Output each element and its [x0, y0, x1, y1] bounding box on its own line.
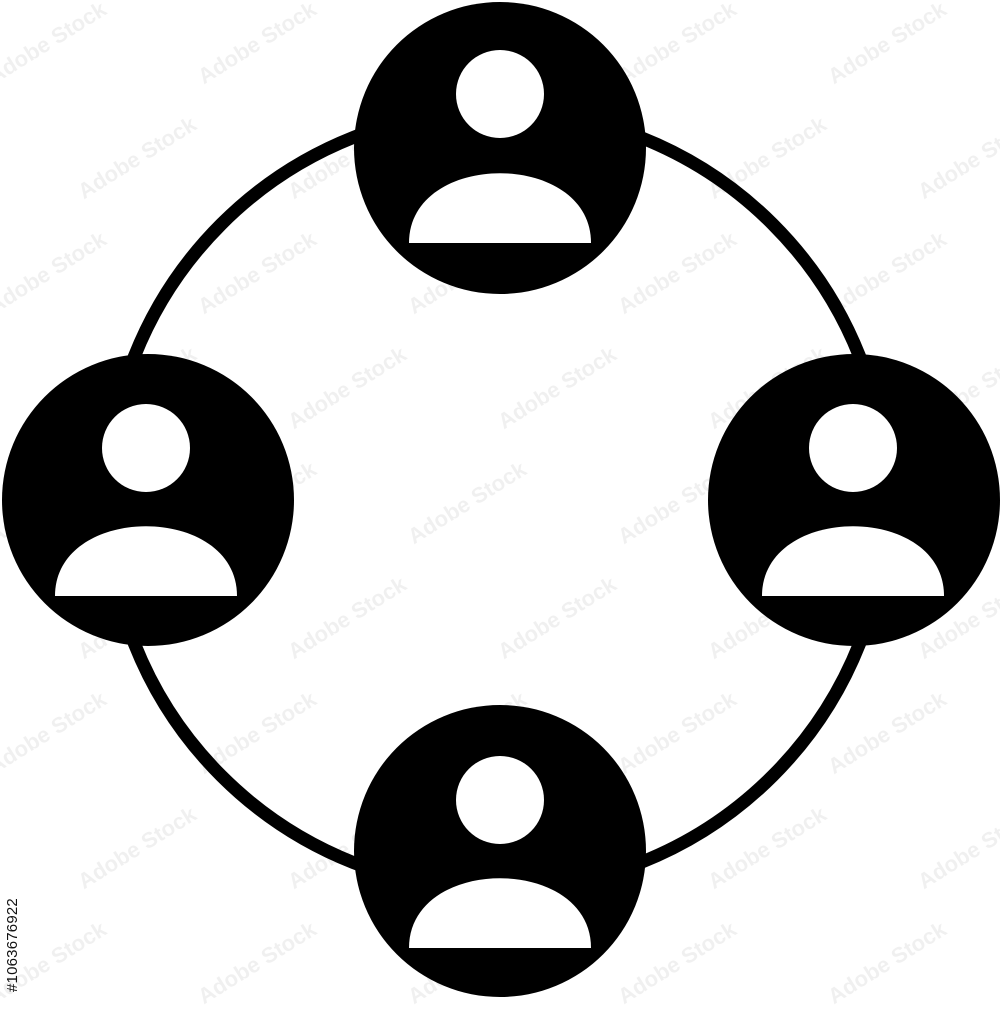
user-node-bottom-disc	[354, 705, 646, 997]
user-node-bottom	[354, 705, 646, 997]
user-node-top	[354, 2, 646, 294]
user-avatar-icon	[409, 756, 591, 948]
user-node-right	[708, 354, 1000, 646]
stock-id-label: #1063676922	[4, 898, 21, 992]
user-node-right-disc	[708, 354, 1000, 646]
user-avatar-icon	[762, 404, 944, 596]
user-avatar-icon	[409, 50, 591, 243]
user-avatar-icon	[55, 404, 237, 596]
user-node-left-disc	[2, 354, 294, 646]
user-node-left	[2, 354, 294, 646]
user-node-top-disc	[354, 2, 646, 294]
